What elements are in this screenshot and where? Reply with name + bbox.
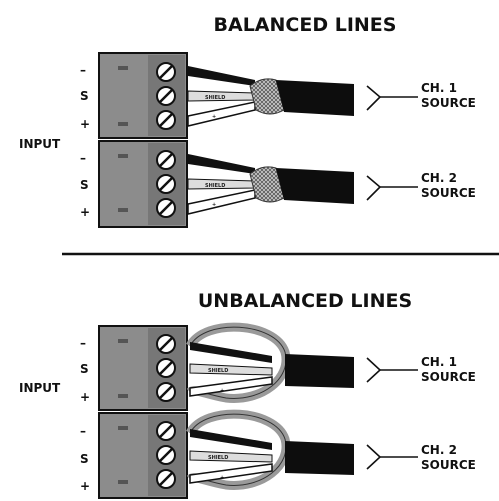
screw-icon <box>156 174 176 194</box>
polarity-minus: – <box>80 424 86 438</box>
wire-label-plus: + <box>212 114 216 120</box>
polarity-plus: + <box>80 390 90 404</box>
polarity-shield: S <box>80 452 89 466</box>
wire-minus <box>188 154 255 174</box>
screw-icon <box>156 421 176 441</box>
wire-label-shield: SHIELD <box>208 368 228 374</box>
wire-plus <box>187 101 256 127</box>
terminal-tab <box>118 208 128 212</box>
input-label-unbalanced: INPUT <box>19 381 61 395</box>
screw-icon <box>156 198 176 218</box>
screw-icon <box>156 382 176 402</box>
balanced-ch2-assembly: SHIELD + CH. 2 SOURCE <box>98 140 476 228</box>
cable-bracket <box>366 357 382 383</box>
wire-minus <box>188 66 255 86</box>
polarity-plus: + <box>80 205 90 219</box>
screw-icon <box>156 469 176 489</box>
cable-jacket <box>276 80 354 116</box>
unbalanced-ch2-assembly: SHIELD + CH. 2 SOURCE <box>98 409 476 499</box>
screw-icon <box>156 358 176 378</box>
terminal-tab <box>118 339 128 343</box>
cable-bracket <box>366 85 382 111</box>
terminal-tab <box>118 122 128 126</box>
wire-plus <box>189 376 273 397</box>
wire-label-shield: SHIELD <box>205 95 225 101</box>
polarity-minus: – <box>80 151 86 165</box>
polarity-minus: – <box>80 63 86 77</box>
cable-jacket <box>285 354 354 388</box>
cable-jacket <box>285 441 354 475</box>
terminal-tab <box>118 154 128 158</box>
wire-plus <box>187 189 256 215</box>
wire-plus <box>189 463 273 484</box>
wire-minus <box>190 429 272 450</box>
polarity-shield: S <box>80 362 89 376</box>
screw-icon <box>156 110 176 130</box>
screw-icon <box>156 445 176 465</box>
section-title-unbalanced: UNBALANCED LINES <box>198 290 412 312</box>
channel-label-ch2: CH. 2 <box>421 443 457 457</box>
wire-label-shield: SHIELD <box>205 183 225 189</box>
unbalanced-ch1-assembly: SHIELD + CH. 1 SOURCE <box>98 322 476 411</box>
polarity-shield: S <box>80 178 89 192</box>
channel-source-ch2: SOURCE <box>421 186 476 200</box>
cable-jacket <box>276 168 354 204</box>
polarity-minus: – <box>80 336 86 350</box>
polarity-shield: S <box>80 89 89 103</box>
terminal-tab <box>118 394 128 398</box>
channel-label-ch2: CH. 2 <box>421 171 457 185</box>
polarity-plus: + <box>80 117 90 131</box>
cable-bracket <box>366 175 382 201</box>
wire-label-shield: SHIELD <box>208 455 228 461</box>
wire-label-plus: + <box>212 202 216 208</box>
screw-icon <box>156 62 176 82</box>
screw-icon <box>156 334 176 354</box>
terminal-tab <box>118 480 128 484</box>
channel-label-ch1: CH. 1 <box>421 81 457 95</box>
input-label-balanced: INPUT <box>19 137 61 151</box>
wire-label-plus: + <box>220 388 224 394</box>
balanced-ch1-assembly: SHIELD + CH. 1 SOURCE <box>98 52 476 139</box>
wire-shield <box>189 363 273 376</box>
channel-label-ch1: CH. 1 <box>421 355 457 369</box>
terminal-tab <box>118 66 128 70</box>
screw-icon <box>156 86 176 106</box>
section-title-balanced: BALANCED LINES <box>214 14 397 36</box>
channel-source-ch1: SOURCE <box>421 96 476 110</box>
cable-bracket <box>366 444 382 470</box>
channel-source-ch2: SOURCE <box>421 458 476 472</box>
wire-shield <box>189 450 273 463</box>
wire-minus <box>190 342 272 363</box>
channel-source-ch1: SOURCE <box>421 370 476 384</box>
polarity-plus: + <box>80 479 90 493</box>
terminal-tab <box>118 426 128 430</box>
screw-icon <box>156 150 176 170</box>
wire-label-plus: + <box>220 475 224 481</box>
